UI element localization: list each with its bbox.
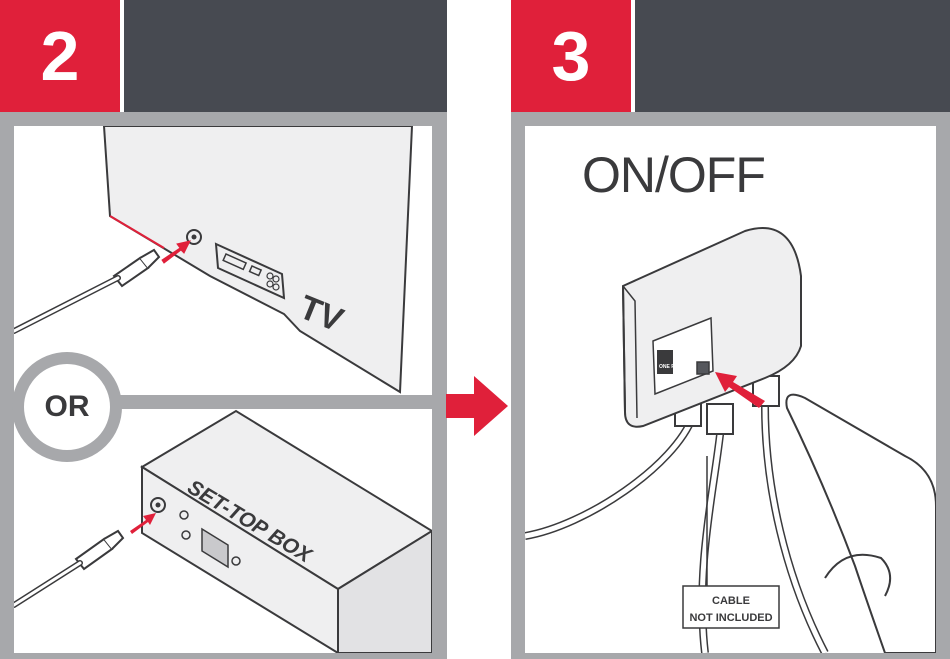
on-off-switch-button	[697, 362, 709, 374]
step2-number: 2	[0, 0, 120, 112]
tv-coax-plug	[114, 258, 148, 286]
cable-left	[525, 416, 693, 536]
cable-note-line2: NOT INCLUDED	[689, 612, 772, 624]
brand-logo-block	[657, 350, 673, 374]
step3-content-area: ON/OFF ONE FOR ALL	[525, 126, 936, 653]
step2-header-bar	[124, 0, 447, 112]
stb-coax-cable	[14, 563, 80, 605]
next-step-arrow-icon	[444, 374, 510, 438]
step3-header-bar	[635, 0, 950, 112]
or-label: OR	[12, 352, 122, 462]
switch-illustration: ONE FOR ALL CABLE NOT INCLUDED	[525, 126, 936, 653]
step3-number: 3	[511, 0, 631, 112]
brand-logo-text: ONE FOR ALL	[659, 364, 693, 370]
tv-coax-cable	[14, 278, 118, 331]
or-divider-line	[100, 396, 432, 409]
cable-note-line1: CABLE	[712, 595, 750, 607]
